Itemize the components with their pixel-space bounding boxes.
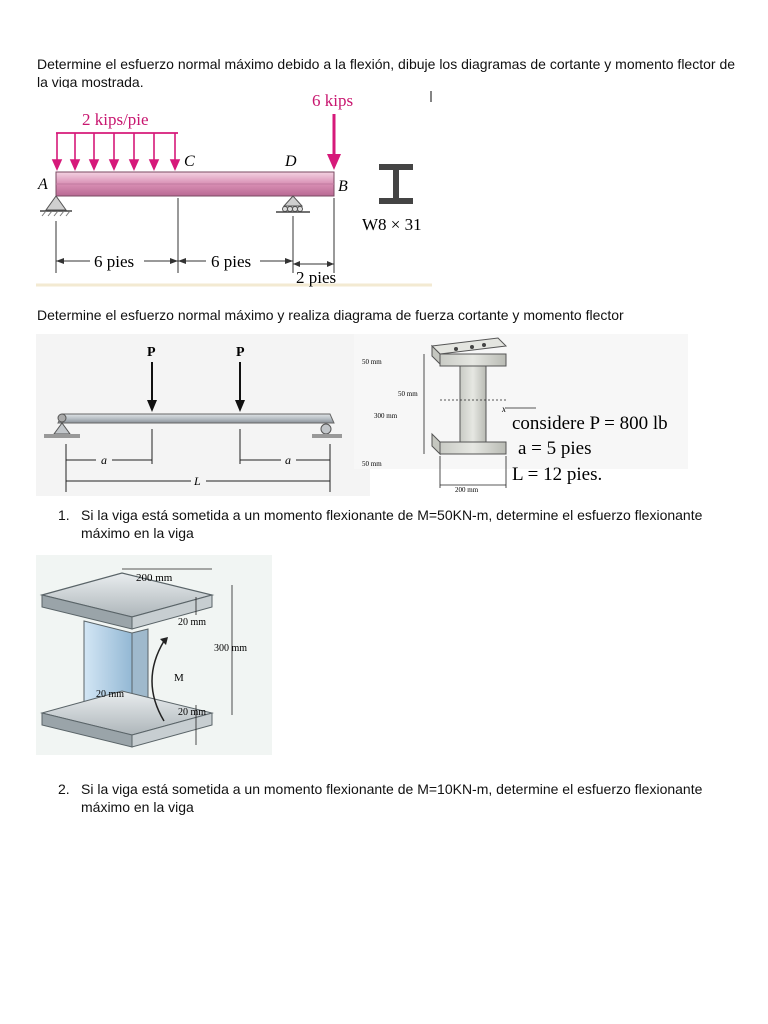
figure-i-beam-3d: 200 mm 20 mm 300 mm M 20 mm 20 mm: [36, 555, 272, 755]
pin-support: [45, 195, 67, 211]
dim-a-1: a: [101, 453, 107, 467]
problem-1-statement: Determine el esfuerzo normal máximo debi…: [37, 56, 736, 90]
given-L: L = 12 pies.: [512, 464, 602, 485]
label-C: C: [184, 153, 195, 170]
load-p-1: P: [147, 345, 156, 360]
sec-label-width: 200 mm: [455, 486, 479, 494]
sec-label-bot: 50 mm: [362, 460, 382, 468]
dimension-label-1: 6 pies: [94, 252, 134, 271]
label-D: D: [284, 153, 297, 170]
fig3-height-label: 300 mm: [214, 643, 247, 654]
label-A: A: [37, 176, 48, 193]
fig3-width-label: 200 mm: [136, 572, 173, 584]
list-item-1: Si la viga está sometida a un momento fl…: [81, 507, 703, 541]
list-item-2: Si la viga está sometida a un momento fl…: [81, 781, 703, 815]
figure-beam-2: P P a a L 50 mm 50 mm 300 mm 50 mm 200 m…: [36, 334, 688, 496]
dimension-label-2: 6 pies: [211, 252, 251, 271]
dim-L: L: [193, 474, 201, 488]
dimension-label-3: 2 pies: [296, 268, 336, 287]
problem-2-statement: Determine el esfuerzo normal máximo y re…: [37, 307, 624, 323]
point-load-arrow: [327, 154, 341, 170]
fig3-moment-label: M: [174, 672, 184, 684]
fig3-flange-bot-label: 20 mm: [178, 707, 206, 718]
figure-beam-1: 2 kips/pie 6 kips A B C D 6 pies 6 pies …: [36, 88, 436, 288]
load-p-2: P: [236, 345, 245, 360]
list-number-1: 1.: [58, 507, 70, 523]
point-load-label: 6 kips: [312, 91, 353, 110]
distributed-load-label: 2 kips/pie: [82, 110, 149, 129]
i-section-3d: [430, 337, 508, 456]
sec-label-top: 50 mm: [362, 358, 382, 366]
fig3-web-label: 20 mm: [96, 689, 124, 700]
sec-label-web: 50 mm: [398, 390, 418, 398]
label-B: B: [338, 178, 348, 195]
dim-a-2: a: [285, 453, 291, 467]
given-p: considere P = 800 lb: [512, 413, 668, 434]
given-a: a = 5 pies: [518, 438, 592, 459]
sec-label-height: 300 mm: [374, 412, 398, 420]
roller-support-2: [320, 423, 332, 435]
list-number-2: 2.: [58, 781, 70, 797]
beam-2: [57, 413, 335, 424]
axis-x-label: x: [501, 404, 506, 414]
fig3-flange-top-label: 20 mm: [178, 617, 206, 628]
w-section-icon: [379, 164, 413, 204]
roller-support: [282, 195, 304, 207]
section-label: W8 × 31: [362, 215, 422, 234]
